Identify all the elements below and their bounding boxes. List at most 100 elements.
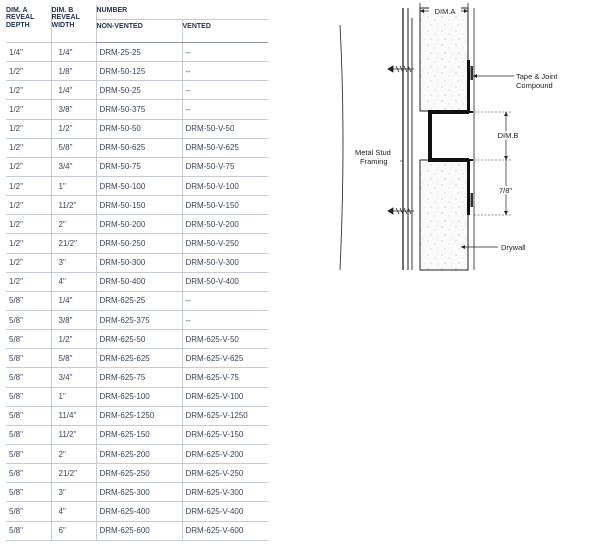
cell-dim-a: 1/2" bbox=[6, 214, 51, 234]
cell-vented: DRM-625-V-600 bbox=[181, 520, 269, 541]
cell-non-vented: DRM-625-400 bbox=[95, 501, 182, 522]
header-dim-b-line1: DIM. B bbox=[51, 7, 74, 14]
cell-non-vented: DRM-50-125 bbox=[95, 61, 182, 81]
cell-non-vented: DRM-625-600 bbox=[95, 520, 182, 541]
cell-vented: DRM-50-V-75 bbox=[181, 156, 269, 177]
header-number: NUMBER bbox=[95, 5, 269, 20]
cell-dim-b: 11/2" bbox=[50, 424, 96, 445]
cell-vented: DRM-50-V-50 bbox=[181, 118, 269, 139]
header-non-vented: NON-VENTED bbox=[95, 19, 182, 43]
cell-vented: DRM-625-V-300 bbox=[181, 482, 269, 502]
cell-dim-b: 1/4" bbox=[50, 290, 96, 311]
cell-dim-b: 4" bbox=[50, 271, 96, 292]
cell-dim-a: 5/8" bbox=[6, 501, 51, 522]
table-row: 1/2"1/4"DRM-50-25-- bbox=[6, 80, 269, 100]
cell-dim-a: 1/2" bbox=[6, 137, 51, 158]
cell-non-vented: DRM-50-50 bbox=[95, 118, 182, 139]
cell-vented: DRM-625-V-1250 bbox=[181, 405, 269, 426]
metal-stud-label-2: Framing bbox=[360, 157, 388, 166]
cell-vented: DRM-50-V-400 bbox=[181, 271, 269, 292]
cell-dim-b: 1/4" bbox=[50, 80, 96, 100]
cell-non-vented: DRM-50-625 bbox=[95, 137, 182, 158]
header-vented: VENTED bbox=[181, 19, 269, 43]
cell-dim-a: 5/8" bbox=[6, 367, 51, 388]
break-line bbox=[339, 24, 344, 271]
cell-dim-b: 1/4" bbox=[50, 41, 96, 62]
cell-non-vented: DRM-625-150 bbox=[95, 424, 182, 445]
cell-vented: DRM-625-V-200 bbox=[181, 443, 269, 464]
header-dim-a-line2: REVEAL bbox=[6, 14, 35, 22]
cell-vented: DRM-625-V-100 bbox=[181, 386, 269, 407]
cell-non-vented: DRM-50-375 bbox=[95, 99, 182, 120]
cell-vented: DRM-50-V-250 bbox=[181, 233, 269, 254]
cell-dim-b: 1/2" bbox=[50, 329, 96, 349]
cell-dim-a: 1/2" bbox=[6, 233, 51, 254]
cell-vented: DRM-50-V-100 bbox=[181, 175, 269, 196]
cell-non-vented: DRM-625-100 bbox=[95, 386, 182, 407]
cell-dim-a: 5/8" bbox=[6, 309, 51, 330]
cell-dim-b: 11/4" bbox=[50, 405, 96, 426]
cell-dim-a: 1/2" bbox=[6, 252, 51, 273]
cell-dim-a: 5/8" bbox=[6, 482, 51, 502]
cell-dim-a: 1/2" bbox=[6, 99, 51, 120]
tape-joint-label-2: Compound bbox=[516, 81, 553, 90]
cell-dim-b: 1" bbox=[50, 386, 96, 407]
cell-non-vented: DRM-625-50 bbox=[95, 329, 182, 349]
cell-vented: -- bbox=[181, 99, 269, 120]
cell-vented: DRM-625-V-250 bbox=[181, 463, 269, 483]
header-dim-a-line3: DEPTH bbox=[6, 21, 30, 29]
dim-b-label: DIM.B bbox=[498, 131, 519, 140]
cell-dim-a: 1/2" bbox=[6, 156, 51, 177]
cell-dim-b: 6" bbox=[50, 520, 96, 541]
cell-non-vented: DRM-625-25 bbox=[95, 290, 182, 311]
table-row: 1/2"1/8"DRM-50-125-- bbox=[6, 61, 269, 81]
cell-dim-b: 21/2" bbox=[50, 233, 96, 254]
cell-dim-a: 1/4" bbox=[6, 41, 51, 62]
reveal-channel bbox=[428, 110, 469, 162]
cell-non-vented: DRM-625-250 bbox=[95, 463, 182, 483]
header-dim-a-line1: DIM. A bbox=[6, 7, 28, 14]
header-dim-b-line3: WIDTH bbox=[51, 21, 75, 29]
drywall-lower bbox=[419, 159, 469, 271]
drywall-label: Drywall bbox=[501, 243, 526, 252]
cell-dim-b: 3" bbox=[50, 252, 96, 273]
cell-dim-a: 5/8" bbox=[6, 424, 51, 445]
cell-dim-b: 3/4" bbox=[50, 367, 96, 388]
cell-non-vented: DRM-625-75 bbox=[95, 367, 182, 388]
header-dim-b: DIM. B REVEAL WIDTH bbox=[50, 5, 96, 43]
tape-lower bbox=[470, 193, 473, 207]
header-dim-b-line2: REVEAL bbox=[51, 14, 80, 22]
cell-non-vented: DRM-50-250 bbox=[95, 233, 182, 254]
cell-dim-b: 2" bbox=[50, 214, 96, 234]
cell-vented: -- bbox=[181, 290, 269, 311]
reveal-section-diagram: DIM.A DIM.B 7/8" Tape & Joint Compound M… bbox=[339, 3, 558, 271]
cell-dim-b: 21/2" bbox=[50, 463, 96, 483]
cell-non-vented: DRM-625-375 bbox=[95, 309, 182, 330]
cell-dim-b: 2" bbox=[50, 443, 96, 464]
reveal-spec-table: DIM. A REVEAL DEPTH DIM. B REVEAL WIDTH … bbox=[6, 5, 269, 541]
cell-dim-a: 1/2" bbox=[6, 195, 51, 215]
cell-dim-a: 5/8" bbox=[6, 520, 51, 541]
cell-dim-a: 1/2" bbox=[6, 80, 51, 100]
seven-eighths-label: 7/8" bbox=[499, 186, 512, 195]
table-row: 5/8"1/4"DRM-625-25-- bbox=[6, 290, 269, 311]
cell-dim-b: 1/8" bbox=[50, 61, 96, 81]
tape-joint-label-1: Tape & Joint bbox=[516, 72, 558, 81]
cell-dim-b: 3/8" bbox=[50, 309, 96, 330]
screw-lower bbox=[387, 207, 414, 215]
cell-dim-b: 3/8" bbox=[50, 99, 96, 120]
cell-dim-a: 5/8" bbox=[6, 329, 51, 349]
cell-dim-b: 4" bbox=[50, 501, 96, 522]
cell-dim-b: 3/4" bbox=[50, 156, 96, 177]
